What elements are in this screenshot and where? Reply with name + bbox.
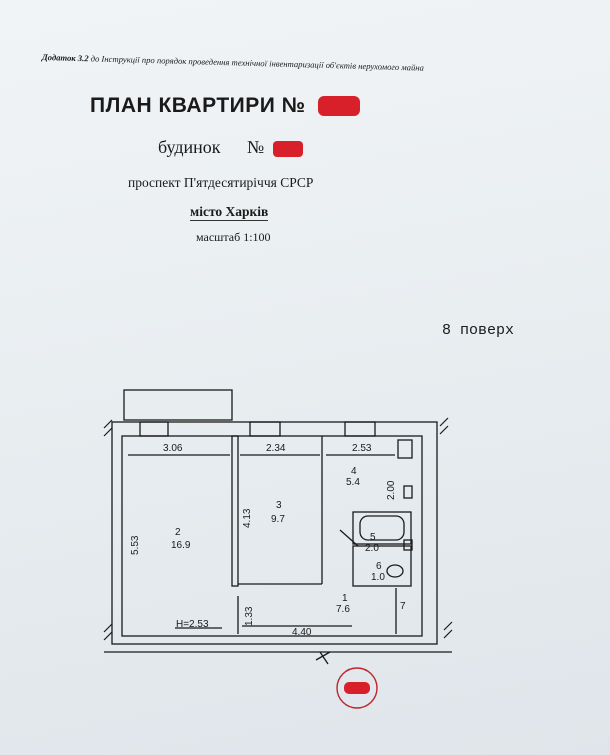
break-mark-top-right [439,417,449,435]
house-line: будинок № [158,137,303,158]
dim-room3-width: 2.34 [266,443,286,454]
window-1 [139,421,169,437]
room2-number: 2 [175,527,181,538]
break-mark-bottom-left [103,623,113,641]
room4-area: 5.4 [346,477,360,488]
bath-sink [403,539,413,551]
break-mark-bottom-right [443,621,453,639]
room6-number: 6 [376,561,382,572]
room6-area: 1.0 [371,572,385,583]
ceiling-height: H=2.53 [176,619,209,630]
city-name: місто Харків [190,204,269,221]
kitchen-sink [403,485,413,499]
redaction-circle [336,667,378,709]
title-text: ПЛАН КВАРТИРИ № [90,94,306,117]
room1-number: 1 [342,593,348,604]
redacted-apartment-number [317,96,360,117]
room7-number: 7 [400,601,406,612]
room2-area: 16.9 [171,540,191,551]
house-number-sign: № [247,137,265,157]
balcony [123,389,233,421]
dim-room3-length: 4.13 [242,508,253,528]
room3-area: 9.7 [271,514,285,525]
bathroom-room5 [352,511,412,545]
partition-room2-room3 [231,435,239,587]
room1-area: 7.6 [336,604,350,615]
street-address: проспект П'ятдесятиріччя СРСР [128,175,314,190]
dim-hall-width: 1.33 [244,606,255,626]
toilet-fixture [386,564,404,578]
scale-label: масштаб 1:100 [196,230,271,244]
entrance-door-mark [315,651,331,665]
door-bath [339,529,359,547]
dim-room2-length: 5.53 [130,535,141,555]
window-2 [249,421,281,437]
room3-number: 3 [276,500,282,511]
redacted-house-number [272,140,303,157]
redacted-mark-bottom [344,682,370,694]
dim-room2-width: 3.06 [163,443,183,454]
toilet-room6 [352,545,412,587]
kitchen-stove [397,439,413,459]
break-mark-top-left [103,419,113,437]
floor-label: 8 поверх [442,322,515,339]
room5-number: 5 [370,532,376,543]
bathtub [359,515,405,541]
inner-wall-line [121,435,423,637]
page-title: ПЛАН КВАРТИРИ № [90,94,360,118]
dim-corridor-length: 4.40 [292,627,312,638]
room4-number: 4 [351,466,357,477]
room5-area: 2.0 [365,543,379,554]
dim-room4-length: 2.00 [386,480,397,500]
window-3 [344,421,376,437]
house-label: будинок [158,137,221,157]
dim-room4-width: 2.53 [352,443,372,454]
